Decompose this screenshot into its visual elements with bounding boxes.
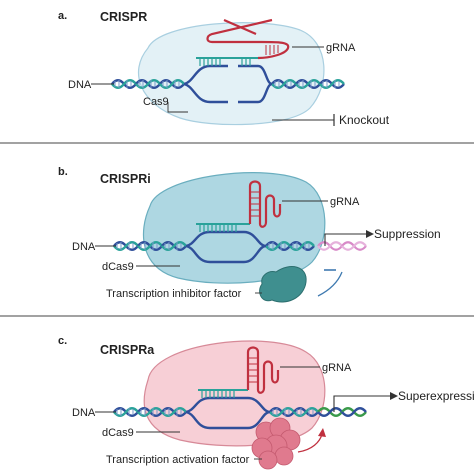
grna-base-pairs — [199, 58, 251, 66]
cas9-label: Cas9 — [143, 96, 169, 108]
outcome-label: Knockout — [339, 113, 390, 127]
activation-factor — [251, 417, 301, 470]
panel-letter: c. — [58, 335, 67, 347]
grna-scaffold — [246, 346, 280, 394]
dcas9-protein — [142, 172, 326, 284]
dna-activated-helix — [316, 407, 368, 417]
dna-label: DNA — [72, 407, 96, 419]
inhibition-arc — [317, 271, 343, 297]
panel-a: a. CRISPR — [58, 10, 390, 127]
grna-base-pairs — [201, 390, 235, 398]
outcome-label: Suppression — [374, 227, 441, 241]
arrowhead — [390, 392, 398, 400]
dna-open-strands — [185, 396, 271, 430]
activation-arc — [297, 433, 323, 453]
panel-letter: b. — [58, 166, 68, 178]
panel-c: c. CRISPRa — [58, 335, 474, 470]
dna-open-strands — [185, 230, 267, 264]
grna-label: gRNA — [330, 196, 360, 208]
dna-label: DNA — [72, 241, 96, 253]
cas9-leader — [167, 102, 188, 113]
dcas9-label: dCas9 — [102, 427, 134, 439]
dcas9-label: dCas9 — [102, 261, 134, 273]
superexpression-arrow — [333, 395, 390, 412]
grna-stem-pairs — [248, 357, 258, 383]
grna-scaffold — [206, 18, 290, 60]
suppression-arrow — [324, 233, 366, 246]
grna-scaffold — [248, 180, 282, 228]
outcome-label: Superexpressi — [398, 389, 474, 403]
factor-label: Transcription inhibitor factor — [106, 288, 242, 300]
grna-stem-pairs — [250, 191, 260, 217]
panel-letter: a. — [58, 10, 67, 22]
panel-title: CRISPR — [100, 10, 147, 24]
dna-open-strands — [183, 64, 273, 104]
cas9-protein — [138, 22, 325, 126]
grna-label: gRNA — [326, 42, 356, 54]
dna-label: DNA — [68, 79, 92, 91]
inhibitor-factor — [259, 266, 307, 303]
grna-stem-pairs — [265, 45, 279, 55]
panel-title: CRISPRa — [100, 343, 155, 357]
arrowhead — [366, 230, 374, 238]
grna-base-pairs — [199, 224, 237, 232]
grna-label: gRNA — [322, 362, 352, 374]
panel-b: b. CRISPRi — [58, 166, 441, 303]
panel-title: CRISPRi — [100, 172, 151, 186]
arrowhead — [318, 428, 326, 437]
factor-label: Transcription activation factor — [106, 454, 250, 466]
